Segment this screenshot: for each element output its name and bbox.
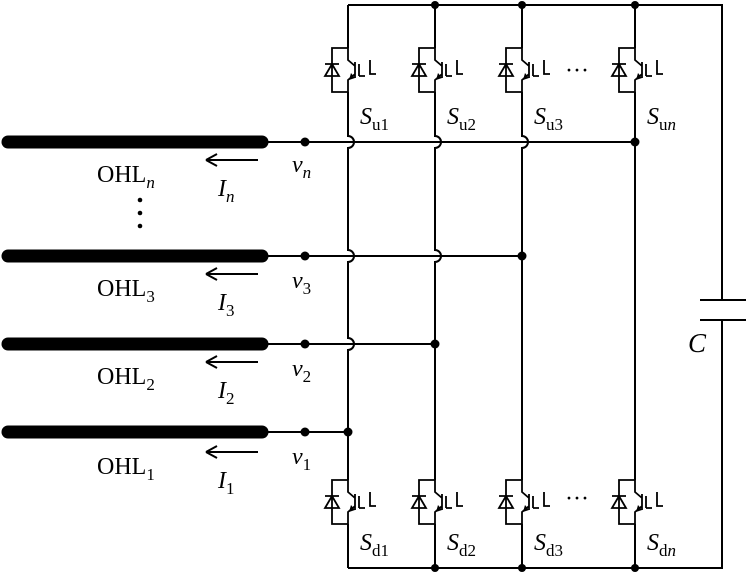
emitter-arrow-icon bbox=[349, 73, 355, 80]
ohl-n-label: OHLn bbox=[97, 162, 155, 192]
upper-switch-ellipsis: ··· bbox=[565, 58, 589, 84]
igbt-switch-lower-1 bbox=[323, 479, 376, 525]
ellipsis-dot bbox=[137, 223, 143, 229]
gate-terminal-icon bbox=[456, 492, 463, 507]
emitter-arrow-icon bbox=[636, 73, 642, 80]
capacitor-label: C bbox=[688, 328, 707, 358]
capacitor-symbol bbox=[700, 299, 746, 321]
switch-legs bbox=[347, 5, 636, 568]
gate-terminal-icon bbox=[543, 492, 550, 507]
gate-terminal-icon bbox=[369, 492, 376, 507]
bottom-bus-and-right-rail bbox=[348, 320, 723, 569]
switch-su1-label: Su1 bbox=[360, 104, 389, 134]
current-arrow-1 bbox=[205, 445, 258, 459]
voltage-v3-label: v3 bbox=[292, 268, 311, 298]
igbt-switch-lower-2 bbox=[410, 479, 463, 525]
igbt-switch-upper-2 bbox=[410, 47, 463, 93]
emitter-arrow-icon bbox=[436, 73, 442, 80]
emitter-arrow-icon bbox=[349, 505, 355, 512]
line-labels: OHLn OHL3 OHL2 OHL1 vn v3 v2 v1 In I3 I2… bbox=[97, 152, 311, 498]
lower-switch-ellipsis: ··· bbox=[565, 486, 589, 512]
gate-terminal-icon bbox=[456, 60, 463, 75]
igbt-switch-upper-4 bbox=[610, 47, 663, 93]
switch-su2-label: Su2 bbox=[447, 104, 476, 134]
node-vn bbox=[300, 137, 310, 147]
leg-2-wire bbox=[434, 5, 442, 568]
current-i1-label: I1 bbox=[217, 468, 235, 498]
node-v3 bbox=[300, 251, 310, 261]
current-i2-label: I2 bbox=[217, 378, 235, 408]
igbt-switch-upper-1 bbox=[323, 47, 376, 93]
voltage-vn-label: vn bbox=[292, 152, 311, 182]
overhead-lines bbox=[1, 135, 269, 439]
switch-devices bbox=[323, 47, 663, 525]
voltage-v2-label: v2 bbox=[292, 356, 311, 386]
igbt-diode-symbol bbox=[497, 47, 539, 93]
switch-sdn-label: Sdn bbox=[647, 530, 676, 560]
junction-dot bbox=[343, 427, 353, 437]
ohl-2-label: OHL2 bbox=[97, 364, 155, 394]
switch-sun-label: Sun bbox=[647, 104, 676, 134]
ellipsis-dot bbox=[137, 210, 143, 216]
igbt-switch-lower-3 bbox=[497, 479, 550, 525]
ohl-1-label: OHL1 bbox=[97, 454, 155, 484]
node-v2 bbox=[300, 339, 310, 349]
emitter-arrow-icon bbox=[636, 505, 642, 512]
emitter-arrow-icon bbox=[436, 505, 442, 512]
igbt-diode-symbol bbox=[497, 479, 539, 525]
current-arrow-2 bbox=[205, 355, 258, 369]
igbt-switch-lower-4 bbox=[610, 479, 663, 525]
igbt-diode-symbol bbox=[410, 479, 452, 525]
dc-bus bbox=[348, 1, 723, 572]
switch-sd3-label: Sd3 bbox=[534, 530, 563, 560]
emitter-arrow-icon bbox=[523, 505, 529, 512]
igbt-diode-symbol bbox=[323, 479, 365, 525]
current-arrows bbox=[205, 153, 258, 459]
igbt-diode-symbol bbox=[610, 479, 652, 525]
junction-dot bbox=[630, 137, 640, 147]
switch-su3-label: Su3 bbox=[534, 104, 563, 134]
switch-labels: Su1 Su2 Su3 Sun Sd1 Sd2 Sd3 Sdn ··· ··· bbox=[360, 58, 676, 560]
ohl-3-label: OHL3 bbox=[97, 276, 155, 306]
gate-terminal-icon bbox=[369, 60, 376, 75]
switch-sd1-label: Sd1 bbox=[360, 530, 389, 560]
gate-terminal-icon bbox=[656, 60, 663, 75]
current-i3-label: I3 bbox=[217, 290, 235, 320]
gate-terminal-icon bbox=[543, 60, 550, 75]
current-in-label: In bbox=[217, 176, 235, 206]
node-v1 bbox=[300, 427, 310, 437]
current-arrow-3 bbox=[205, 267, 258, 281]
igbt-diode-symbol bbox=[410, 47, 452, 93]
emitter-arrow-icon bbox=[523, 73, 529, 80]
junction-dot bbox=[517, 251, 527, 261]
switch-sd2-label: Sd2 bbox=[447, 530, 476, 560]
igbt-diode-symbol bbox=[610, 47, 652, 93]
current-arrow-n bbox=[205, 153, 258, 167]
ellipsis-dot bbox=[137, 197, 143, 203]
top-bus-and-right-rail bbox=[348, 4, 723, 300]
igbt-diode-symbol bbox=[323, 47, 365, 93]
gate-terminal-icon bbox=[656, 492, 663, 507]
vertical-ellipsis bbox=[137, 197, 143, 229]
voltage-v1-label: v1 bbox=[292, 444, 311, 474]
junction-dot bbox=[430, 339, 440, 349]
phase-connections bbox=[262, 137, 640, 437]
igbt-switch-upper-3 bbox=[497, 47, 550, 93]
